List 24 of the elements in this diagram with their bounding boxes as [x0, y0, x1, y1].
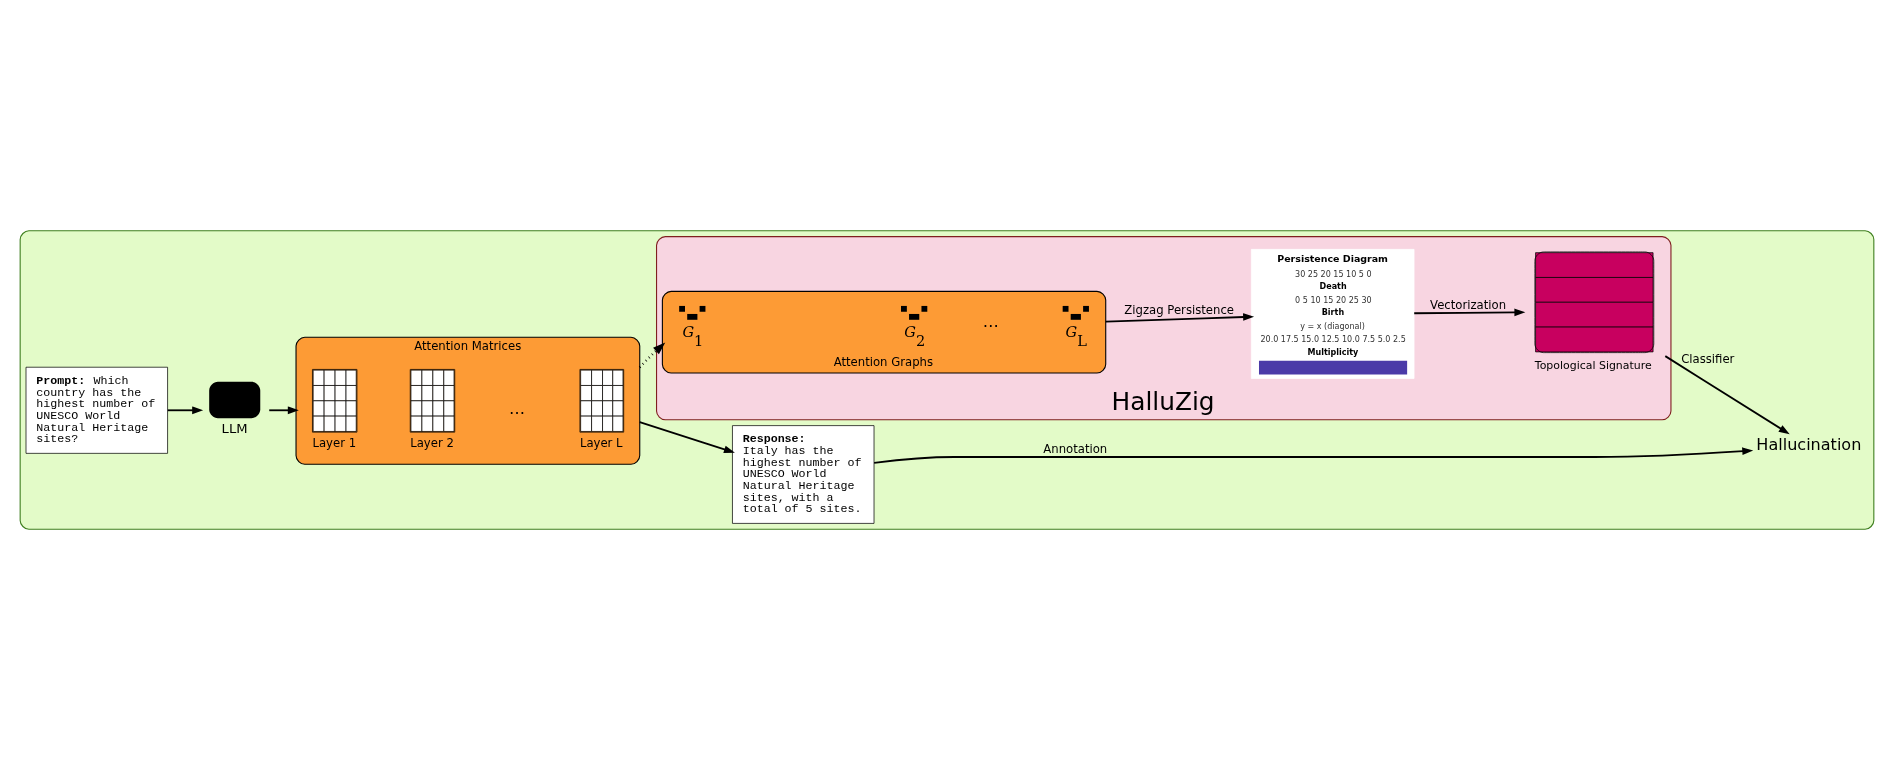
arrow [166, 406, 203, 415]
edge-label: Vectorization [1429, 298, 1506, 313]
label: … [982, 311, 999, 331]
arrow [638, 421, 735, 454]
edge-label: Classifier [1680, 352, 1734, 367]
edge-label: Zigzag Persistence [1123, 302, 1234, 317]
arrow [1412, 308, 1525, 317]
arrow [267, 406, 299, 415]
node-box: Prompt: Which country has the highest number of UNESCO World Natural Heritage sites? [25, 366, 168, 454]
arrow [1663, 355, 1790, 435]
node-box [208, 381, 260, 419]
edge-label: Annotation [1042, 442, 1107, 457]
node-label: Layer 2 [409, 436, 454, 451]
cluster [19, 230, 1874, 530]
arrow [638, 342, 665, 369]
node-label: LLM [221, 421, 248, 437]
node-label: Topological Signature [1534, 358, 1652, 372]
arrow [1104, 313, 1254, 323]
node-text: Hallucination [1755, 435, 1861, 455]
node-label: Layer 1 [311, 436, 356, 451]
node-box: Response: Italy has the highest number of UNESCO World Natural Heritage sites, with a total of 5 sites. [731, 425, 874, 524]
arrow [872, 447, 1753, 464]
label: … [508, 399, 525, 419]
node-label: Layer L [579, 436, 623, 451]
